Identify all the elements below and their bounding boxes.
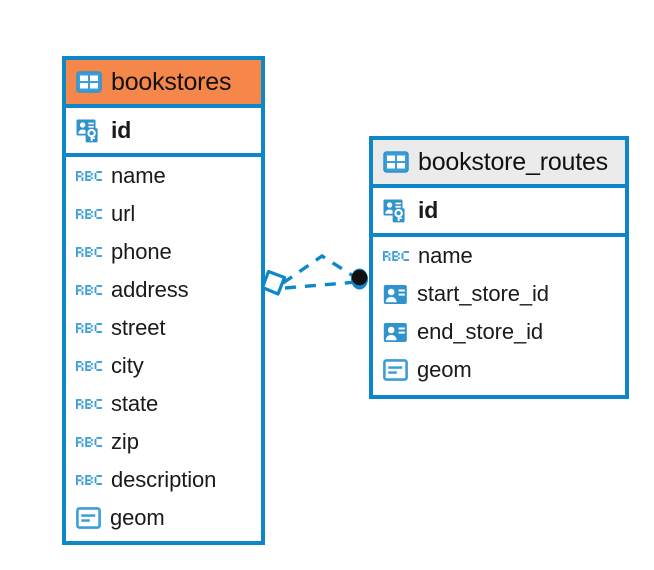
- primary-key-section-bookstores: id: [66, 108, 261, 157]
- diamond-crowsfoot-marker: [260, 269, 287, 296]
- field-label-zip: zip: [111, 429, 139, 454]
- field-label-routes-id: id: [418, 197, 439, 223]
- field-row-city[interactable]: city: [66, 347, 261, 385]
- field-label-city: city: [111, 353, 144, 378]
- entity-title-bookstores: bookstores: [111, 67, 232, 96]
- relationship-line-upper: [282, 253, 359, 285]
- entity-title-bookstore-routes: bookstore_routes: [418, 147, 608, 176]
- field-list-bookstore-routes: name start_store_id: [373, 237, 625, 389]
- abc-text-icon: [76, 435, 102, 449]
- field-row-state[interactable]: state: [66, 385, 261, 423]
- field-label-end-store-id: end_store_id: [417, 319, 544, 344]
- field-row-start-store-id[interactable]: start_store_id: [373, 275, 625, 313]
- entity-header-bookstore-routes[interactable]: bookstore_routes: [373, 140, 625, 188]
- primary-key-icon: [383, 198, 409, 224]
- field-row-routes-id[interactable]: id: [373, 188, 625, 233]
- table-icon: [383, 151, 409, 173]
- field-label-name: name: [111, 163, 166, 188]
- primary-key-icon: [76, 118, 102, 144]
- entity-header-bookstores[interactable]: bookstores: [66, 60, 261, 108]
- primary-key-section-bookstore-routes: id: [373, 188, 625, 237]
- field-row-routes-name[interactable]: name: [373, 237, 625, 275]
- foreign-key-icon: [383, 322, 408, 343]
- relationship-line-lower: [284, 280, 358, 290]
- field-label-url: url: [111, 201, 136, 226]
- field-label-geom: geom: [110, 505, 165, 530]
- field-row-id[interactable]: id: [66, 108, 261, 153]
- field-row-geom[interactable]: geom: [66, 499, 261, 537]
- filled-circle-marker: [351, 268, 368, 290]
- field-label-street: street: [111, 315, 166, 340]
- field-row-street[interactable]: street: [66, 309, 261, 347]
- field-row-phone[interactable]: phone: [66, 233, 261, 271]
- field-list-bookstores: name: [66, 157, 261, 537]
- abc-text-icon: [76, 397, 102, 411]
- field-label-start-store-id: start_store_id: [417, 281, 549, 306]
- field-row-name[interactable]: name: [66, 157, 261, 195]
- abc-text-icon: [76, 169, 102, 183]
- abc-text-icon: [76, 473, 102, 487]
- field-label-state: state: [111, 391, 159, 416]
- abc-text-icon: [76, 321, 102, 335]
- geometry-icon: [383, 359, 408, 381]
- abc-text-icon: [76, 207, 102, 221]
- field-label-address: address: [111, 277, 189, 302]
- field-label-phone: phone: [111, 239, 172, 264]
- field-row-address[interactable]: address: [66, 271, 261, 309]
- field-label-id: id: [111, 117, 132, 143]
- entity-table-bookstore-routes[interactable]: bookstore_routes: [369, 136, 629, 399]
- field-label-routes-name: name: [418, 243, 473, 268]
- geometry-icon: [76, 507, 101, 529]
- field-label-routes-geom: geom: [417, 357, 472, 382]
- abc-text-icon: [76, 245, 102, 259]
- field-row-end-store-id[interactable]: end_store_id: [373, 313, 625, 351]
- field-row-description[interactable]: description: [66, 461, 261, 499]
- abc-text-icon: [383, 249, 409, 263]
- field-row-url[interactable]: url: [66, 195, 261, 233]
- abc-text-icon: [76, 283, 102, 297]
- table-icon: [76, 71, 102, 93]
- field-row-routes-geom[interactable]: geom: [373, 351, 625, 389]
- field-row-zip[interactable]: zip: [66, 423, 261, 461]
- field-label-description: description: [111, 467, 217, 492]
- entity-table-bookstores[interactable]: bookstores id: [62, 56, 265, 545]
- foreign-key-icon: [383, 284, 408, 305]
- abc-text-icon: [76, 359, 102, 373]
